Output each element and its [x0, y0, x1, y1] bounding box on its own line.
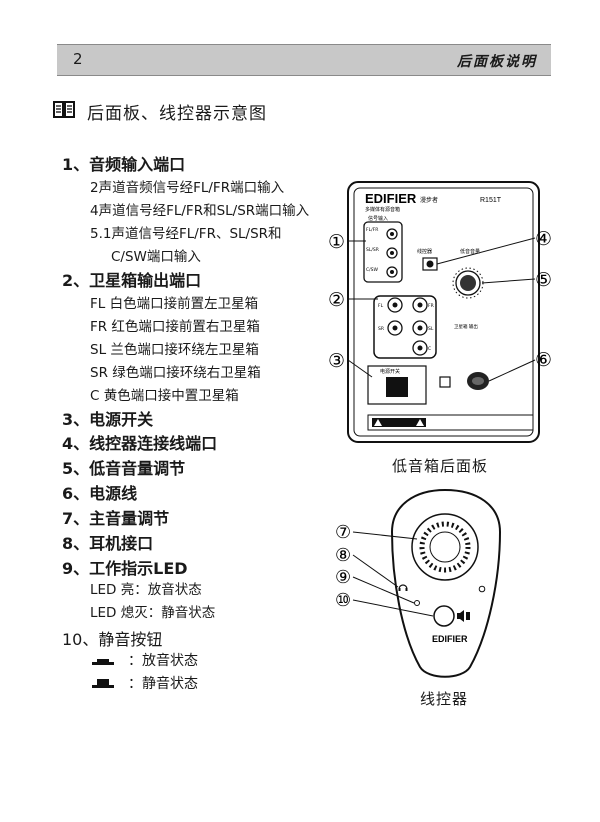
remote-caption: 线控器	[420, 690, 469, 708]
callout-9: ⑨	[335, 567, 351, 588]
item-headphone-jack: 8、耳机接口	[62, 534, 154, 553]
panel-model: R151T	[480, 197, 502, 204]
item-detail: C/SW端口输入	[111, 249, 201, 265]
item-satellite-output: 2、卫星箱输出端口	[62, 271, 202, 290]
item-audio-input: 1、音频输入端口	[62, 155, 186, 174]
output-note: 卫星箱 输出	[454, 323, 478, 330]
input-c-sw-label: C/SW	[366, 267, 379, 273]
callout-6: ⑥	[535, 349, 552, 371]
speaker-mute-icon	[457, 610, 470, 622]
callout-2: ②	[328, 289, 345, 311]
output-fr-label: FR	[428, 303, 434, 309]
item-detail: LED 亮：放音状态	[90, 582, 202, 598]
output-fl-label: FL	[378, 303, 384, 309]
remote-brand: EDIFIER	[432, 634, 468, 644]
page-header: 2 后面板说明	[57, 44, 551, 76]
item-mute-button: 10、静音按钮	[62, 630, 163, 649]
mute-silent-state: ：静音状态	[92, 673, 198, 693]
button-pressed-icon	[92, 679, 114, 688]
mute-detail-text: ：静音状态	[128, 676, 198, 692]
output-sl-label: SL	[428, 326, 434, 332]
item-remote-port: 4、线控器连接线端口	[62, 434, 218, 453]
power-label: 电源开关	[380, 368, 400, 375]
output-c-label: C	[428, 346, 431, 352]
bass-label: 低音音量	[460, 248, 480, 255]
remote-port-label: 线控器	[417, 248, 432, 255]
item-led: 9、工作指示LED	[62, 559, 188, 578]
item-detail: LED 熄灭：静音状态	[90, 605, 216, 621]
callout-10: ⑩	[335, 590, 351, 611]
item-detail: 5.1声道信号经FL/FR、SL/SR和	[90, 226, 282, 242]
wired-remote-diagram: EDIFIER ⑦ ⑧ ⑨ ⑩	[335, 488, 502, 678]
mute-play-state: ：放音状态	[92, 650, 198, 670]
section-title: 后面板说明	[457, 54, 537, 70]
item-detail: SL 兰色端口接环绕左卫星箱	[90, 342, 259, 358]
item-detail: FL 白色端口接前置左卫星箱	[90, 296, 259, 312]
callout-4: ④	[535, 228, 552, 250]
headphone-icon	[398, 584, 408, 591]
input-sl-sr-label: SL/SR	[366, 247, 379, 253]
callout-3: ③	[328, 350, 345, 372]
panel-brand-sub: 漫步者	[420, 196, 438, 204]
subwoofer-back-panel-diagram: EDIFIER 漫步者 多媒体有源音箱 R151T 信号输入 FL/FR SL/…	[328, 181, 552, 443]
button-raised-icon	[92, 657, 114, 665]
item-detail: SR 绿色端口接环绕右卫星箱	[90, 365, 261, 381]
item-power-cord: 6、电源线	[62, 484, 138, 503]
mute-detail-text: ：放音状态	[128, 653, 198, 669]
item-bass-volume: 5、低音音量调节	[62, 459, 186, 478]
callout-5: ⑤	[535, 269, 552, 291]
callout-7: ⑦	[335, 522, 351, 543]
input-fl-fr-label: FL/FR	[366, 227, 378, 233]
item-detail: 2声道音频信号经FL/FR端口输入	[90, 180, 285, 196]
item-master-volume: 7、主音量调节	[62, 509, 170, 528]
book-icon	[53, 101, 75, 118]
item-power-switch: 3、电源开关	[62, 410, 154, 429]
page-number: 2	[73, 50, 83, 68]
callout-1: ①	[328, 231, 345, 253]
input-label: 信号输入	[368, 215, 388, 222]
output-sr-label: SR	[378, 326, 384, 332]
item-detail: 4声道信号经FL/FR和SL/SR端口输入	[90, 203, 310, 219]
callout-8: ⑧	[335, 545, 351, 566]
page-heading: 后面板、线控器示意图	[87, 104, 267, 124]
panel-caption: 低音箱后面板	[392, 457, 489, 475]
item-detail: FR 红色端口接前置右卫星箱	[90, 319, 260, 335]
item-detail: C 黄色端口接中置卫星箱	[90, 388, 239, 404]
panel-subtitle: 多媒体有源音箱	[365, 206, 400, 213]
panel-brand: EDIFIER	[365, 191, 417, 206]
